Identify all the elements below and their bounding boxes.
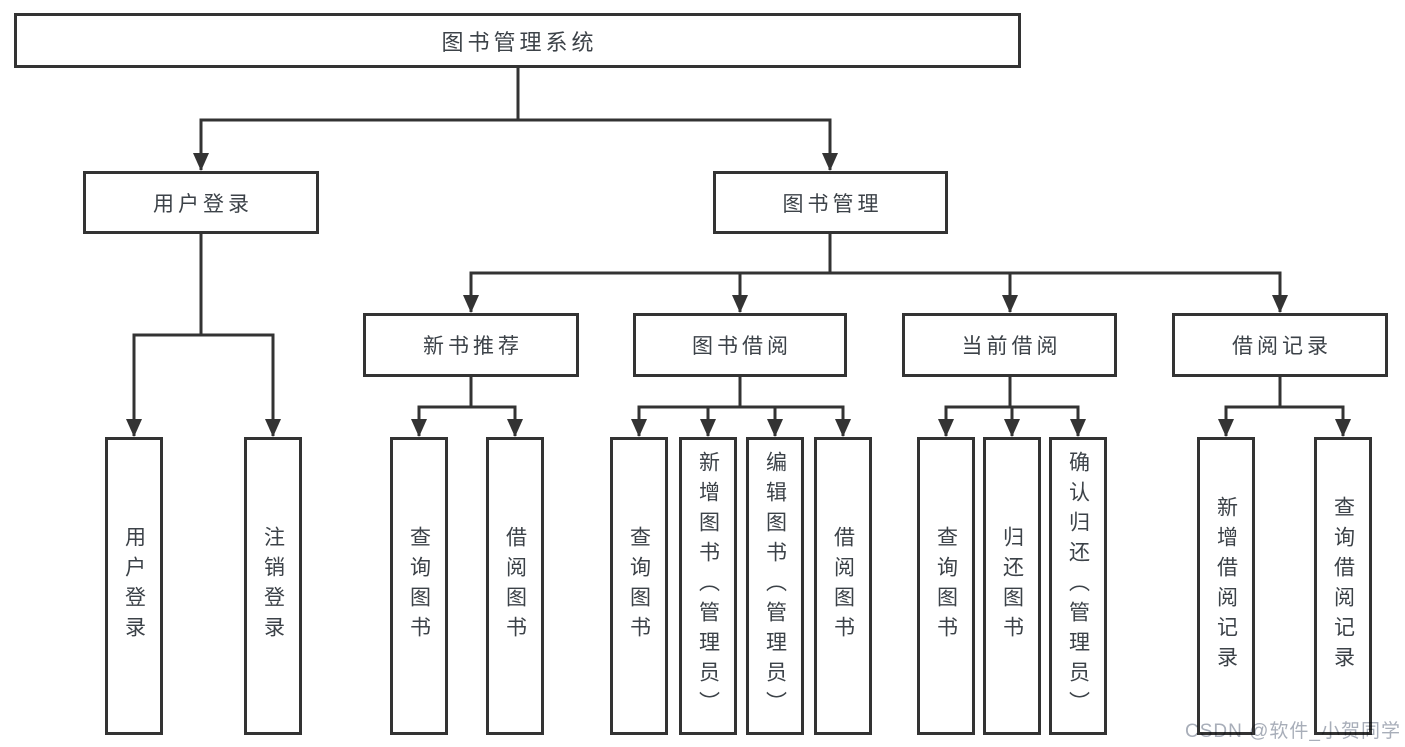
leaf-add-borrow-record-label: 新增借阅记录 bbox=[1214, 496, 1238, 676]
leaf-edit-book-admin: 编辑图书（管理员） bbox=[746, 437, 804, 735]
leaf-logout-label: 注销登录 bbox=[261, 526, 285, 646]
leaf-borrow-books-1-label: 借阅图书 bbox=[503, 526, 527, 646]
leaf-confirm-return-admin-label: 确认归还（管理员） bbox=[1066, 451, 1090, 721]
leaf-query-borrow-record: 查询借阅记录 bbox=[1314, 437, 1372, 735]
leaf-borrow-books-2: 借阅图书 bbox=[814, 437, 872, 735]
node-book-management: 图书管理 bbox=[713, 171, 948, 234]
node-user-login-label: 用户登录 bbox=[153, 192, 253, 216]
node-borrow-records: 借阅记录 bbox=[1172, 313, 1388, 377]
node-book-borrow: 图书借阅 bbox=[633, 313, 847, 377]
node-current-borrow: 当前借阅 bbox=[902, 313, 1117, 377]
leaf-query-books-1-label: 查询图书 bbox=[407, 526, 431, 646]
node-user-login: 用户登录 bbox=[83, 171, 319, 234]
leaf-edit-book-admin-label: 编辑图书（管理员） bbox=[763, 451, 787, 721]
node-book-management-label: 图书管理 bbox=[782, 192, 883, 216]
node-borrow-records-label: 借阅记录 bbox=[1232, 335, 1332, 358]
leaf-confirm-return-admin: 确认归还（管理员） bbox=[1049, 437, 1107, 735]
leaf-query-books-2-label: 查询图书 bbox=[627, 526, 651, 646]
leaf-borrow-books-1: 借阅图书 bbox=[486, 437, 544, 735]
node-current-borrow-label: 当前借阅 bbox=[961, 335, 1062, 358]
leaf-query-books-2: 查询图书 bbox=[610, 437, 668, 735]
leaf-add-book-admin: 新增图书（管理员） bbox=[679, 437, 737, 735]
leaf-return-book: 归还图书 bbox=[983, 437, 1041, 735]
leaf-query-books-3-label: 查询图书 bbox=[934, 526, 958, 646]
node-book-borrow-label: 图书借阅 bbox=[692, 335, 792, 358]
leaf-add-borrow-record: 新增借阅记录 bbox=[1197, 437, 1255, 735]
leaf-query-books-3: 查询图书 bbox=[917, 437, 975, 735]
leaf-user-login-label: 用户登录 bbox=[122, 526, 146, 646]
leaf-return-book-label: 归还图书 bbox=[1000, 526, 1024, 646]
leaf-borrow-books-2-label: 借阅图书 bbox=[831, 526, 855, 646]
leaf-query-borrow-record-label: 查询借阅记录 bbox=[1331, 496, 1355, 676]
leaf-add-book-admin-label: 新增图书（管理员） bbox=[696, 451, 720, 721]
leaf-user-login: 用户登录 bbox=[105, 437, 163, 735]
node-new-book-recommend-label: 新书推荐 bbox=[423, 335, 523, 358]
node-root-label: 图书管理系统 bbox=[441, 29, 598, 55]
leaf-query-books-1: 查询图书 bbox=[390, 437, 448, 735]
node-root: 图书管理系统 bbox=[14, 13, 1021, 68]
watermark: CSDN @软件_小贺同学 bbox=[1185, 721, 1401, 742]
node-new-book-recommend: 新书推荐 bbox=[363, 313, 579, 377]
leaf-logout: 注销登录 bbox=[244, 437, 302, 735]
